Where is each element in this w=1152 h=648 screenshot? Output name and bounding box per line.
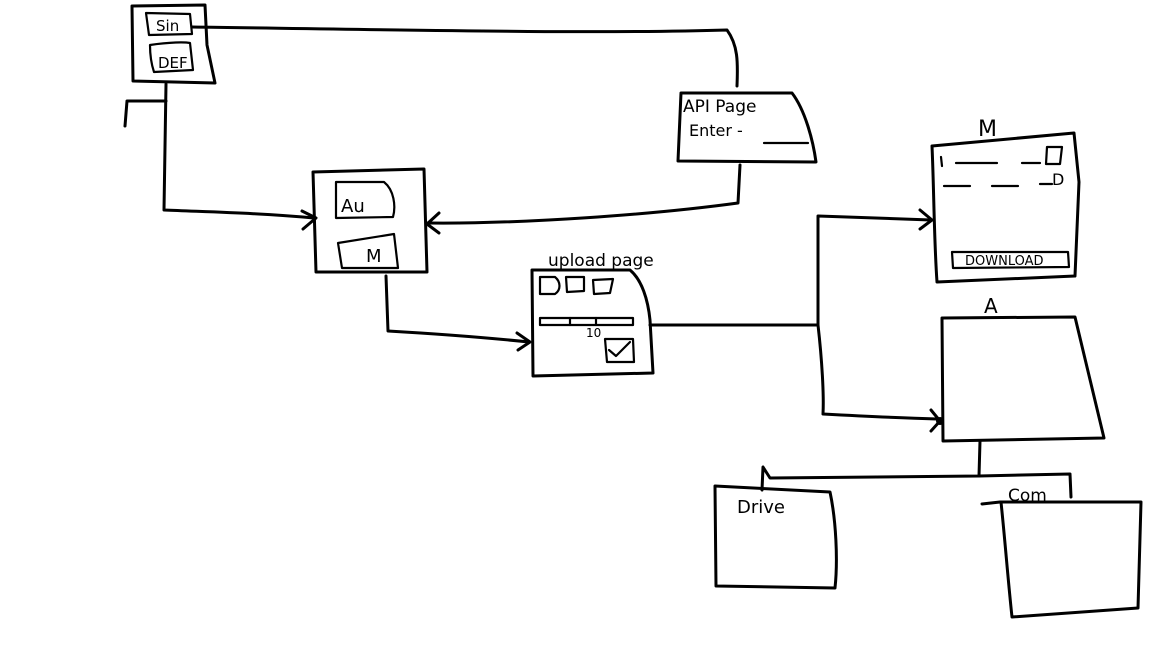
login-screen: Sin DEF [130,3,217,85]
manual-label: M [366,246,382,267]
row-suffix: D [1052,170,1064,189]
download-button[interactable]: DOWNLOAD [950,250,1071,270]
upload-page-frame [530,268,655,378]
upload-progress-value: 10 [586,326,601,340]
upload-progress-bar [538,316,635,327]
api-enter-label: Enter - [689,121,743,140]
manual-result-title: M [978,117,997,142]
upload-page: upload page 10 [530,251,655,378]
manual-result-row-2: D [942,170,1064,189]
download-label: DOWNLOAD [965,254,1044,269]
api-page: API Page Enter - [676,91,818,164]
default-label: DEF [158,54,188,72]
sign-in-button[interactable]: Sin [144,11,194,37]
auto-result-screen: A [940,294,1106,443]
connector-login-to-auth-arrowhead [300,209,318,231]
file-slot-1[interactable] [538,275,561,296]
auth-screen-frame [311,167,429,274]
connector-login-to-auth [162,82,316,220]
sign-in-label: Sin [156,17,179,35]
login-screen-frame [130,3,217,85]
api-page-title: API Page [683,97,756,117]
confirm-checkbox[interactable] [603,337,636,364]
file-slot-3[interactable] [591,277,615,296]
auto-button[interactable]: Au [334,180,396,220]
file-slot-2[interactable] [564,275,586,294]
connectors [123,25,1073,499]
auto-result-frame [940,315,1106,443]
check-icon [607,340,632,358]
upload-page-title: upload page [548,251,654,271]
com-label: Com [1008,486,1047,506]
manual-button[interactable]: M [336,232,400,270]
connector-to-manual [816,214,933,327]
manual-result-frame [930,131,1081,284]
connector-api-to-auth [426,163,742,225]
auto-label: Au [341,196,365,217]
drive-label: Drive [737,497,785,518]
upload-progress-ticks [568,316,598,327]
auth-screen: Au M [311,167,429,274]
com-panel-frame [980,500,1143,619]
connector-auth-to-upload [384,274,531,344]
connector-login-to-api [190,25,739,88]
default-button[interactable]: DEF [148,41,195,74]
drive-panel-frame [713,484,838,590]
api-page-frame [676,91,818,164]
connector-auto-to-com [977,472,1073,499]
manual-result-screen: M D DOWNLOAD [930,117,1081,284]
connector-login-stub [123,99,168,128]
com-panel[interactable]: Com [980,486,1143,619]
connector-auto-to-outputs [760,439,982,492]
drive-panel[interactable]: Drive [713,484,838,590]
manual-result-row-1 [939,145,1064,168]
auto-result-title: A [984,294,998,318]
connector-to-auto [816,323,939,421]
connector-auth-to-upload-arrowhead [515,331,532,352]
connector-to-manual-arrowhead [918,208,934,231]
row-action-icon[interactable] [1044,145,1064,166]
